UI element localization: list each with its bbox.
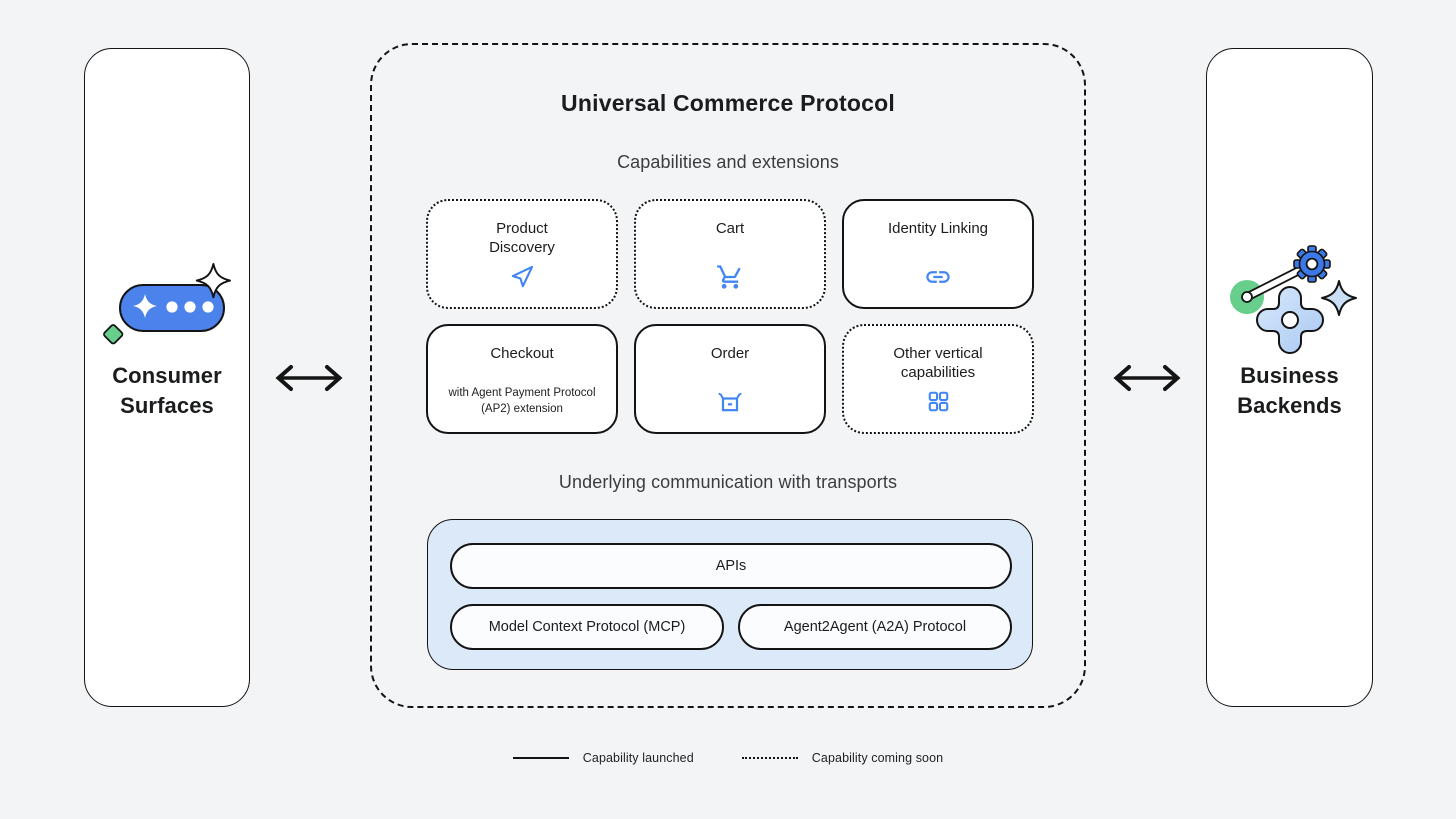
- business-backends-panel: Business Backends: [1206, 48, 1373, 707]
- universal-commerce-protocol-container: Universal Commerce Protocol Capabilities…: [370, 43, 1086, 708]
- transports-heading: Underlying communication with transports: [558, 472, 898, 492]
- capability-card-other-vertical: Other vertical capabilities: [842, 324, 1034, 434]
- capabilities-heading: Capabilities and extensions: [617, 152, 839, 172]
- consumer-surfaces-panel: Consumer Surfaces: [84, 48, 250, 707]
- capability-label: Identity Linking: [887, 220, 989, 237]
- legend-label: Capability launched: [582, 751, 694, 765]
- send-icon: [509, 258, 536, 295]
- transport-pill-apis: APIs: [450, 543, 1012, 589]
- transport-pill-a2a: Agent2Agent (A2A) Protocol: [738, 604, 1012, 650]
- capability-card-product-discovery: Product Discovery: [426, 199, 618, 309]
- capability-card-identity-linking: Identity Linking: [842, 199, 1034, 309]
- consumer-surfaces-label: Consumer Surfaces: [112, 363, 222, 418]
- legend-item-coming-soon: Capability coming soon: [741, 751, 944, 765]
- capability-label: Order: [710, 345, 750, 362]
- capability-label: Checkout: [490, 345, 554, 362]
- capability-card-cart: Cart: [634, 199, 826, 309]
- legend-item-launched: Capability launched: [512, 751, 694, 765]
- capability-label: Other vertical capabilities: [893, 345, 983, 381]
- legend: Capability launched Capability coming so…: [0, 751, 1456, 765]
- box-icon: [716, 383, 744, 420]
- gears-sparkle-icon: [1207, 235, 1372, 357]
- capability-card-checkout: Checkout with Agent Payment Protocol (AP…: [426, 324, 618, 434]
- chat-sparkle-icon: [85, 259, 249, 351]
- transports-container: APIs Model Context Protocol (MCP) Agent2…: [427, 519, 1033, 670]
- bidirectional-arrow-left: [272, 361, 346, 395]
- capability-sublabel: with Agent Payment Protocol (AP2) extens…: [448, 387, 596, 415]
- ucp-title: Universal Commerce Protocol: [561, 90, 895, 116]
- transport-pill-mcp: Model Context Protocol (MCP): [450, 604, 724, 650]
- legend-label: Capability coming soon: [811, 751, 944, 765]
- dotted-line-swatch: [741, 757, 798, 759]
- capability-card-order: Order: [634, 324, 826, 434]
- capabilities-grid: Product Discovery Cart Identity Li: [426, 199, 1034, 434]
- cart-icon: [716, 258, 744, 295]
- link-icon: [924, 258, 952, 295]
- capability-label: Cart: [715, 220, 745, 237]
- business-backends-label: Business Backends: [1237, 363, 1342, 418]
- solid-line-swatch: [512, 757, 569, 759]
- grid-icon: [926, 383, 951, 420]
- bidirectional-arrow-right: [1110, 361, 1184, 395]
- capability-label: Product Discovery: [489, 220, 555, 256]
